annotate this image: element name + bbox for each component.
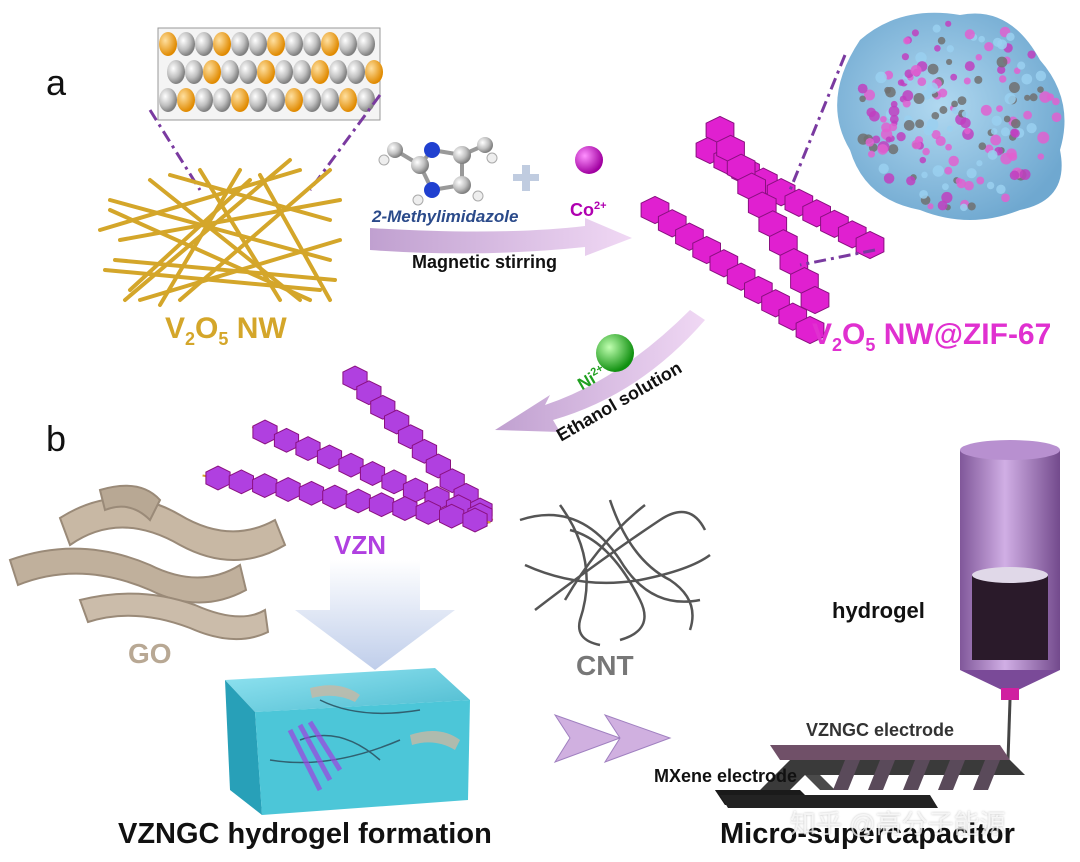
- watermark: 知乎 @高分子能源: [790, 809, 1006, 839]
- vzn-nanowires: [202, 365, 494, 533]
- panel-label-b: b: [46, 418, 67, 459]
- carbon-nanotubes: [519, 499, 711, 647]
- ni-exchange-arrow: [495, 310, 705, 432]
- zif67-crystal-structure: [837, 12, 1065, 221]
- hydrogel-label: hydrogel: [832, 598, 925, 623]
- go-label: GO: [128, 638, 172, 669]
- plus-icon: [513, 165, 539, 191]
- v2o5-nw-label: V2O5 NW: [165, 312, 287, 349]
- mxene-electrode-label: MXene electrode: [654, 766, 798, 786]
- co-ion-sphere: [575, 146, 603, 174]
- hydrogel-block: [225, 668, 470, 815]
- zif67-coated-nanowires: [640, 115, 885, 345]
- hydrogel-formation-caption: VZNGC hydrogel formation: [118, 818, 492, 850]
- methylimidazole-label: 2-Methylimidazole: [372, 207, 519, 226]
- interdigitated-electrodes: [715, 745, 1025, 808]
- ni-ion-sphere: [596, 334, 634, 372]
- magnetic-stirring-label: Magnetic stirring: [412, 252, 558, 272]
- vzn-label: VZN: [334, 530, 386, 560]
- cnt-label: CNT: [576, 650, 634, 681]
- micro-supercapacitor-caption: Micro-supercapacitor: [720, 818, 1015, 850]
- panel-label-a: a: [46, 62, 67, 103]
- graphene-oxide-sheets: [8, 484, 287, 641]
- zoom-line: [148, 94, 382, 191]
- double-chevron-icon: [553, 714, 672, 763]
- v2o5-nanowire-mesh: [98, 158, 342, 307]
- syringe: [960, 440, 1060, 761]
- v2o5-crystal-lattice: [157, 27, 383, 121]
- methylimidazole-molecule: [378, 137, 498, 206]
- co-ion-label: Co2+: [570, 200, 607, 220]
- vzngc-electrode-label: VZNGC electrode: [806, 720, 955, 740]
- reaction-arrow: [370, 218, 632, 256]
- zif67-label: V2O5 NW@ZIF-67: [812, 318, 1052, 355]
- mixing-down-arrow: [295, 560, 455, 670]
